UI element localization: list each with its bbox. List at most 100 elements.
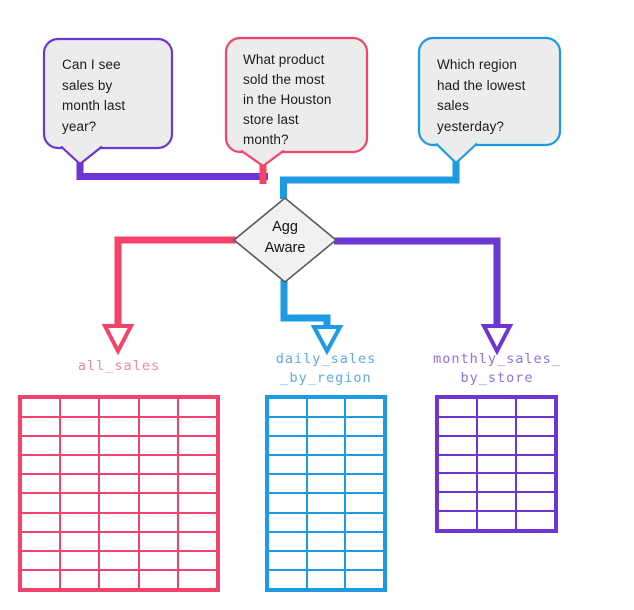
table-cell	[439, 512, 476, 529]
table-cell	[139, 399, 177, 417]
table-cell	[269, 418, 306, 436]
table-cell	[22, 456, 60, 474]
table-cell	[269, 532, 306, 550]
connector-q3-to-decision	[280, 157, 460, 199]
table-cell	[178, 532, 216, 550]
table-cell	[100, 513, 138, 531]
table-daily-sales-by-region	[265, 395, 387, 592]
table-cell	[22, 513, 60, 531]
table-cell	[346, 475, 383, 493]
table-cell	[100, 475, 138, 493]
table-cell	[346, 532, 383, 550]
table-cell	[178, 399, 216, 417]
table-cell	[139, 494, 177, 512]
table-cell	[61, 494, 99, 512]
table-cell	[269, 513, 306, 531]
table-cell	[439, 455, 476, 473]
table-cell	[22, 570, 60, 588]
arrowhead-all-sales-icon	[101, 324, 135, 356]
table-cell	[439, 399, 476, 416]
table-cell	[517, 455, 554, 473]
table-cell	[517, 436, 554, 454]
table-cell	[346, 456, 383, 474]
arrowhead-daily-sales-icon	[310, 325, 344, 356]
table-cell	[178, 570, 216, 588]
table-cell	[100, 399, 138, 417]
table-cell	[439, 436, 476, 454]
table-cell	[478, 493, 515, 511]
table-cell	[61, 418, 99, 436]
table-cell	[178, 418, 216, 436]
table-cell	[139, 551, 177, 569]
table-cell	[269, 456, 306, 474]
table-cell	[307, 475, 345, 493]
speech-bubble-q2	[224, 36, 369, 154]
table-cell	[100, 418, 138, 436]
table-cell	[139, 437, 177, 455]
table-cell	[517, 399, 554, 416]
table-cell	[307, 456, 345, 474]
table-cell	[178, 437, 216, 455]
table-cell	[439, 474, 476, 492]
question-bubble-1-text: Can I see sales by month last year?	[62, 57, 126, 134]
table-cell	[61, 399, 99, 417]
table-all-sales	[18, 395, 220, 592]
table-cell	[100, 570, 138, 588]
table-cell	[478, 512, 515, 529]
table-cell	[307, 437, 345, 455]
table-cell	[100, 494, 138, 512]
table-cell	[478, 474, 515, 492]
table-cell	[478, 399, 515, 416]
table-cell	[22, 532, 60, 550]
connector-decision-to-monthly-sales	[334, 237, 501, 333]
table-cell	[307, 532, 345, 550]
table-cell	[269, 551, 306, 569]
table-cell	[346, 399, 383, 417]
table-cell	[139, 513, 177, 531]
table-cell	[478, 417, 515, 435]
table-cell	[307, 570, 345, 588]
table-label-all-sales: all_sales	[77, 358, 161, 374]
speech-bubble-q1-tail	[60, 145, 103, 166]
table-cell	[178, 456, 216, 474]
table-cell	[269, 475, 306, 493]
table-cell	[346, 437, 383, 455]
table-cell	[307, 418, 345, 436]
table-cell	[269, 437, 306, 455]
table-cell	[307, 551, 345, 569]
table-cell	[517, 417, 554, 435]
table-monthly-sales-by-store	[435, 395, 558, 533]
table-cell	[307, 399, 345, 417]
question-bubble-3-text: Which region had the lowest sales yester…	[437, 57, 526, 134]
table-cell	[178, 475, 216, 493]
table-cell	[346, 570, 383, 588]
table-cell	[100, 456, 138, 474]
table-cell	[61, 551, 99, 569]
table-cell	[178, 513, 216, 531]
table-cell	[346, 551, 383, 569]
connector-decision-to-all-sales	[114, 236, 236, 333]
decision-label: Agg Aware	[264, 219, 306, 256]
table-cell	[269, 399, 306, 417]
table-cell	[61, 456, 99, 474]
table-cell	[61, 475, 99, 493]
table-cell	[100, 532, 138, 550]
table-cell	[139, 570, 177, 588]
table-cell	[346, 494, 383, 512]
table-cell	[439, 493, 476, 511]
table-label-daily-sales-by-region: daily_sales _by_region	[275, 351, 377, 386]
table-cell	[100, 551, 138, 569]
connector-q1-to-junction	[76, 157, 268, 180]
table-cell	[139, 532, 177, 550]
table-cell	[22, 437, 60, 455]
table-cell	[346, 513, 383, 531]
table-cell	[307, 513, 345, 531]
table-cell	[139, 418, 177, 436]
table-cell	[439, 417, 476, 435]
table-cell	[22, 475, 60, 493]
table-cell	[22, 418, 60, 436]
table-cell	[61, 532, 99, 550]
speech-bubble-q3-tail	[435, 142, 478, 165]
